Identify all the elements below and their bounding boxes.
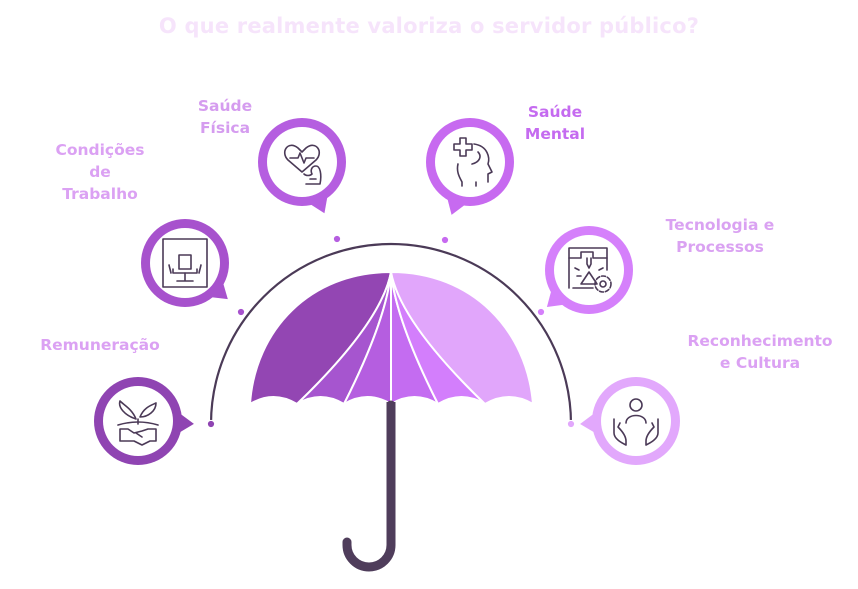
label-saude-mental: Saúde Mental [505,101,605,145]
plant-handshake-icon [117,400,159,446]
page-title: O que realmente valoriza o servidor públ… [158,14,700,38]
label-line: Tecnologia e [665,216,775,234]
arc-dot [206,419,216,429]
umbrella-panel [390,271,534,405]
label-line: Saúde [527,103,583,121]
label-line: e Cultura [719,354,801,372]
label-condicoes: Condições de Trabalho [40,139,160,205]
bubble-inner [601,386,671,456]
label-tecnologia: Tecnologia e Processos [650,214,790,258]
label-line: Trabalho [62,185,138,203]
label-reconhecimento: Reconhecimento e Cultura [665,330,855,374]
mental-health-head-icon [453,137,493,187]
umbrella-shaft-top [386,402,396,414]
bubble-saude-fisica [258,118,346,214]
person-hands-icon [613,398,659,446]
heart-muscle-icon [283,144,322,185]
umbrella-canopy [249,271,534,405]
bubble-condicoes [141,219,229,307]
bubble-remuneracao [94,377,194,465]
bubble-inner [554,235,624,305]
label-line: de [89,163,111,181]
office-chair-icon [162,238,208,288]
label-line: Condições [55,141,145,159]
bubble-inner [267,127,337,197]
arc-dot [440,235,450,245]
label-line: Mental [524,125,586,143]
label-line: Física [199,119,251,137]
tech-process-gear-icon [568,247,612,293]
arc-dot [332,234,342,244]
arc-dot [536,307,546,317]
bubble-inner [435,127,505,197]
umbrella-handle [342,400,396,572]
label-text: Remuneração [40,336,160,354]
connector-arc [209,242,573,425]
label-saude-fisica: Saúde Física [180,95,270,139]
bubble-saude-mental [426,118,514,215]
label-line: Saúde [197,97,253,115]
label-remuneracao: Remuneração [20,334,180,356]
bubble-tecnologia [545,226,633,314]
label-line: Processos [676,238,764,256]
bubble-reconhecimento [580,377,680,465]
label-line: Reconhecimento [687,332,833,350]
bubble-inner [150,228,220,298]
arc-dot [566,419,576,429]
arc-dot [236,307,246,317]
